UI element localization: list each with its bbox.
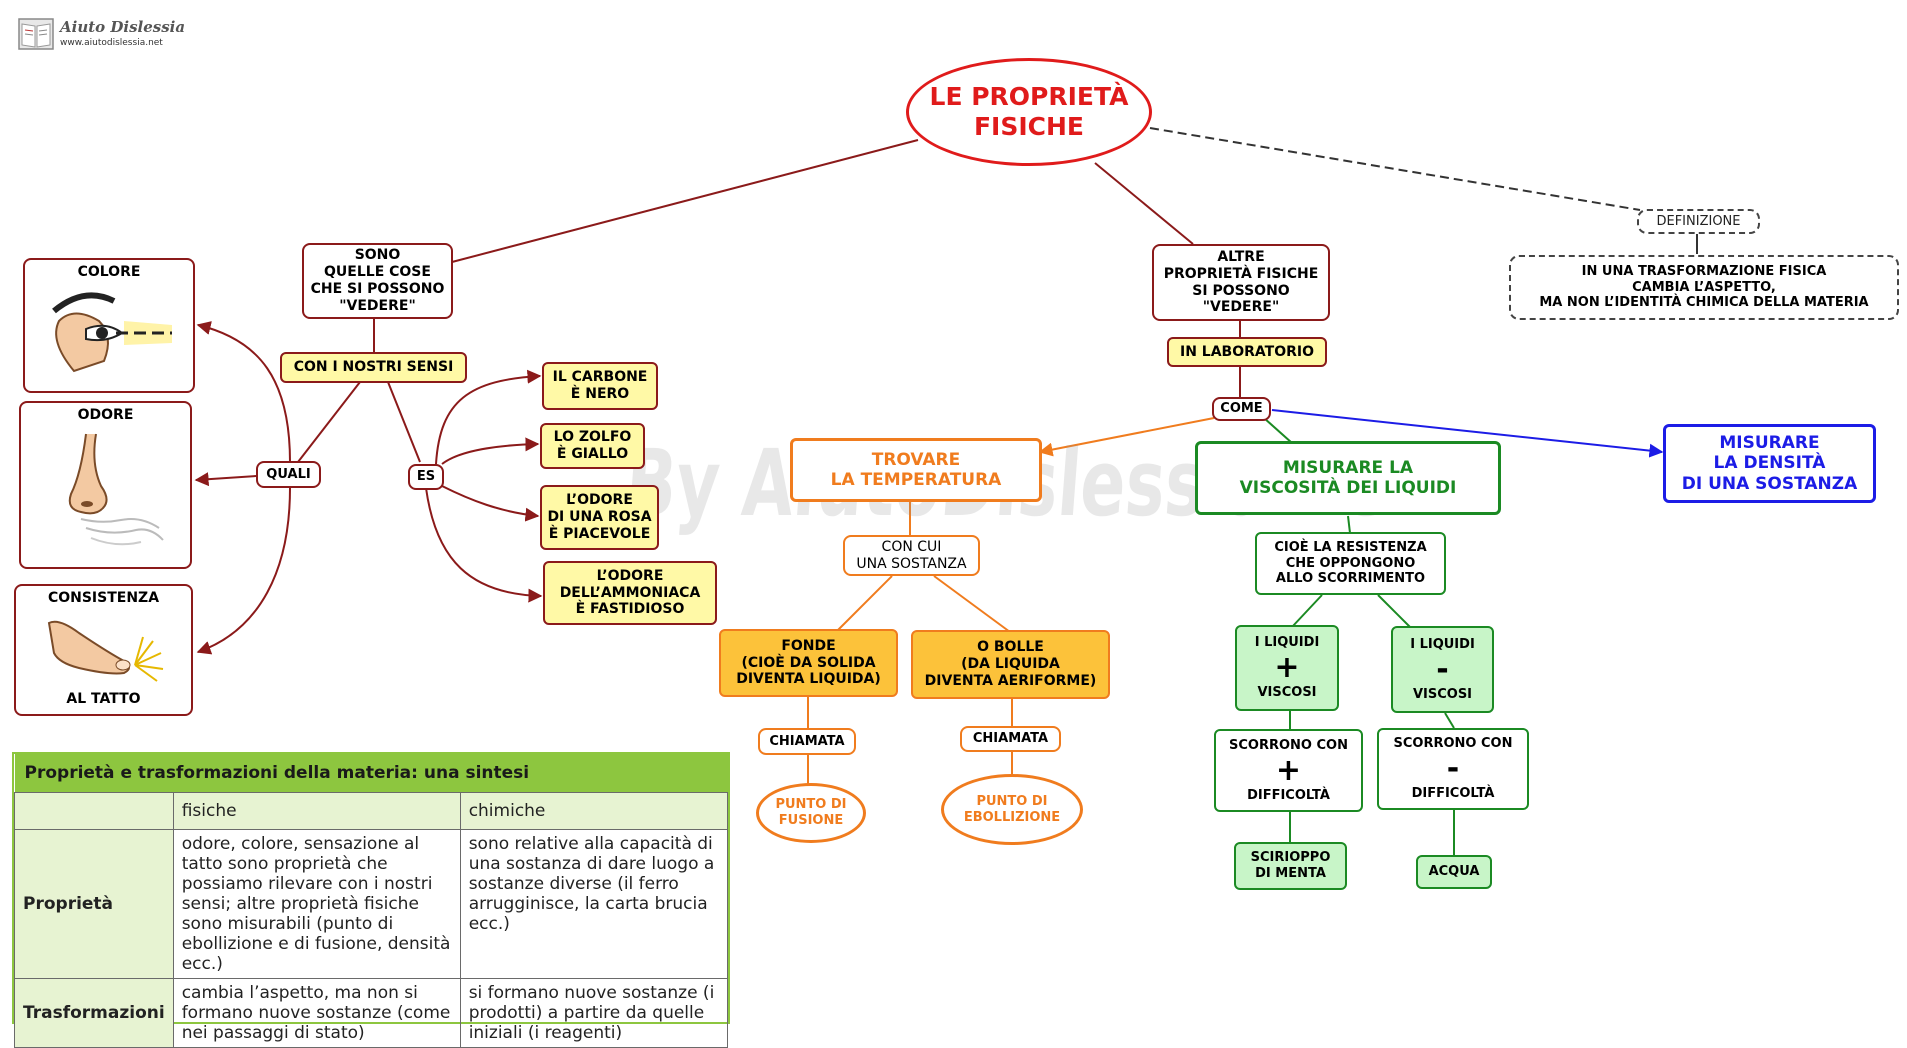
link-es-zolfo <box>441 437 540 465</box>
card-al-tatto-label: AL TATTO <box>66 691 141 708</box>
table-row: Proprietà odore, colore, sensazione al t… <box>14 828 729 980</box>
link-quali-consistenza <box>196 487 291 655</box>
node-quali: QUALI <box>256 461 321 488</box>
touching-finger-icon <box>47 620 163 682</box>
node-in-laboratorio: IN LABORATORIO <box>1167 337 1327 367</box>
link-title-altre <box>1094 162 1194 245</box>
node-liquidi-piu-top: I LIQUIDI <box>1254 635 1320 651</box>
node-liquidi-meno-bottom: VISCOSI <box>1412 686 1473 702</box>
plus-sign: + <box>1275 752 1302 788</box>
node-definizione: DEFINIZIONE <box>1637 209 1760 234</box>
link-come-densita <box>1271 409 1664 458</box>
link-concui-fonde <box>837 575 893 631</box>
link-come-viscosita <box>1263 417 1293 444</box>
card-odore: ODORE <box>19 401 192 569</box>
cell-proprieta-chimiche: sono relative alla capacità di una sosta… <box>459 828 729 980</box>
card-consistenza-label: CONSISTENZA <box>47 590 160 606</box>
node-con-cui: CON CUI UNA SOSTANZA <box>843 535 980 576</box>
card-odore-label: ODORE <box>77 407 134 423</box>
definition-text: IN UNA TRASFORMAZIONE FISICA CAMBIA L’AS… <box>1509 255 1899 320</box>
link-sensi-quali <box>297 381 361 463</box>
row-label-trasformazioni: Trasformazioni <box>14 978 174 1048</box>
node-punto-di-ebollizione: PUNTO DI EBOLLIZIONE <box>941 774 1083 845</box>
link-quali-colore <box>196 321 291 463</box>
link-es-ammoniaca <box>425 487 543 603</box>
node-con-i-nostri-sensi: CON I NOSTRI SENSI <box>280 352 467 383</box>
node-altre-proprieta: ALTRE PROPRIETÀ FISICHE SI POSSONO "VEDE… <box>1152 244 1330 321</box>
minus-sign: - <box>1436 651 1449 687</box>
row-label-proprieta: Proprietà <box>14 828 174 980</box>
node-trovare-temperatura: TROVARE LA TEMPERATURA <box>790 438 1042 502</box>
cell-trasformazioni-fisiche: cambia l’aspetto, ma non si formano nuov… <box>172 978 461 1048</box>
link-es-rosa <box>441 485 540 522</box>
node-resistenza: CIOÈ LA RESISTENZA CHE OPPONGONO ALLO SC… <box>1255 532 1446 595</box>
node-scorrono-meno-top: SCORRONO CON <box>1393 736 1513 752</box>
node-sono-vedere: SONO QUELLE COSE CHE SI POSSONO "VEDERE" <box>302 243 453 319</box>
link-concui-bolle <box>933 575 1011 633</box>
node-chiamata-ebollizione: CHIAMATA <box>960 726 1061 752</box>
node-liquidi-meno-viscosi: I LIQUIDI - VISCOSI <box>1391 626 1494 713</box>
link-title-sono <box>451 139 919 263</box>
table-row: Trasformazioni cambia l’aspetto, ma non … <box>14 978 729 1048</box>
card-colore-label: COLORE <box>77 264 141 280</box>
node-misurare-densita: MISURARE LA DENSITÀ DI UNA SOSTANZA <box>1663 424 1876 503</box>
map-title: LE PROPRIETÀ FISICHE <box>906 58 1152 166</box>
node-scorrono-piu-top: SCORRONO CON <box>1229 737 1348 753</box>
example-zolfo: LO ZOLFO È GIALLO <box>540 423 645 469</box>
node-misurare-viscosita: MISURARE LA VISCOSITÀ DEI LIQUIDI <box>1195 441 1501 515</box>
node-es: ES <box>408 464 444 490</box>
plus-sign: + <box>1274 650 1300 685</box>
example-ammoniaca: L’ODORE DELL’AMMONIACA È FASTIDIOSO <box>543 561 717 625</box>
node-scorrono-piu: SCORRONO CON + DIFFICOLTÀ <box>1214 729 1363 812</box>
nose-icon <box>68 433 164 546</box>
link-es-carbone <box>435 369 542 465</box>
cell-proprieta-fisiche: odore, colore, sensazione al tatto sono … <box>172 828 461 980</box>
card-consistenza: CONSISTENZA AL TATTO <box>14 584 193 716</box>
node-fonde: FONDE (CIOÈ DA SOLIDA DIVENTA LIQUIDA) <box>719 629 898 697</box>
link-title-definizione <box>1149 127 1641 211</box>
logo-book-icon <box>18 18 54 50</box>
node-chiamata-fusione: CHIAMATA <box>758 728 856 755</box>
link-resistenza-liquidi-meno <box>1377 594 1411 628</box>
link-quali-odore <box>194 472 257 487</box>
link-come-temperatura <box>1038 417 1215 457</box>
node-acqua: ACQUA <box>1416 855 1492 889</box>
node-bolle: O BOLLE (DA LIQUIDA DIVENTA AERIFORME) <box>911 630 1110 699</box>
node-sciroppo-di-menta: SCIRIOPPO DI MENTA <box>1234 842 1347 890</box>
minus-sign: - <box>1446 751 1460 786</box>
link-viscosita-resistenza <box>1347 515 1351 534</box>
node-scorrono-meno-bottom: DIFFICOLTÀ <box>1411 786 1495 801</box>
node-liquidi-piu-viscosi: I LIQUIDI + VISCOSI <box>1235 625 1339 711</box>
link-sensi-es <box>387 381 421 463</box>
node-liquidi-piu-bottom: VISCOSI <box>1257 685 1317 700</box>
link-resistenza-liquidi-piu <box>1291 594 1323 628</box>
aiutodislessia-logo: Aiuto Dislessia www.aiutodislessia.net <box>18 16 185 54</box>
node-come: COME <box>1212 397 1271 421</box>
card-colore: COLORE <box>23 258 195 393</box>
header-fisiche: fisiche <box>172 792 461 830</box>
logo-url[interactable]: www.aiutodislessia.net <box>60 38 163 48</box>
summary-caption: Proprietà e trasformazioni della materia… <box>14 754 728 793</box>
node-liquidi-meno-top: I LIQUIDI <box>1410 636 1475 652</box>
link-meno-scorrono <box>1444 712 1455 729</box>
logo-brand: Aiuto Dislessia <box>60 18 186 36</box>
example-rosa: L’ODORE DI UNA ROSA È PIACEVOLE <box>540 485 659 550</box>
cell-trasformazioni-chimiche: si formano nuove sostanze (i prodotti) a… <box>459 978 729 1048</box>
node-scorrono-piu-bottom: DIFFICOLTÀ <box>1247 787 1330 803</box>
node-scorrono-meno: SCORRONO CON - DIFFICOLTÀ <box>1377 728 1529 810</box>
example-carbone: IL CARBONE È NERO <box>542 362 658 410</box>
summary-table: Proprietà e trasformazioni della materia… <box>12 752 730 1048</box>
header-empty <box>14 792 174 830</box>
header-chimiche: chimiche <box>459 792 729 830</box>
eye-icon <box>52 292 172 372</box>
node-punto-di-fusione: PUNTO DI FUSIONE <box>756 783 866 843</box>
